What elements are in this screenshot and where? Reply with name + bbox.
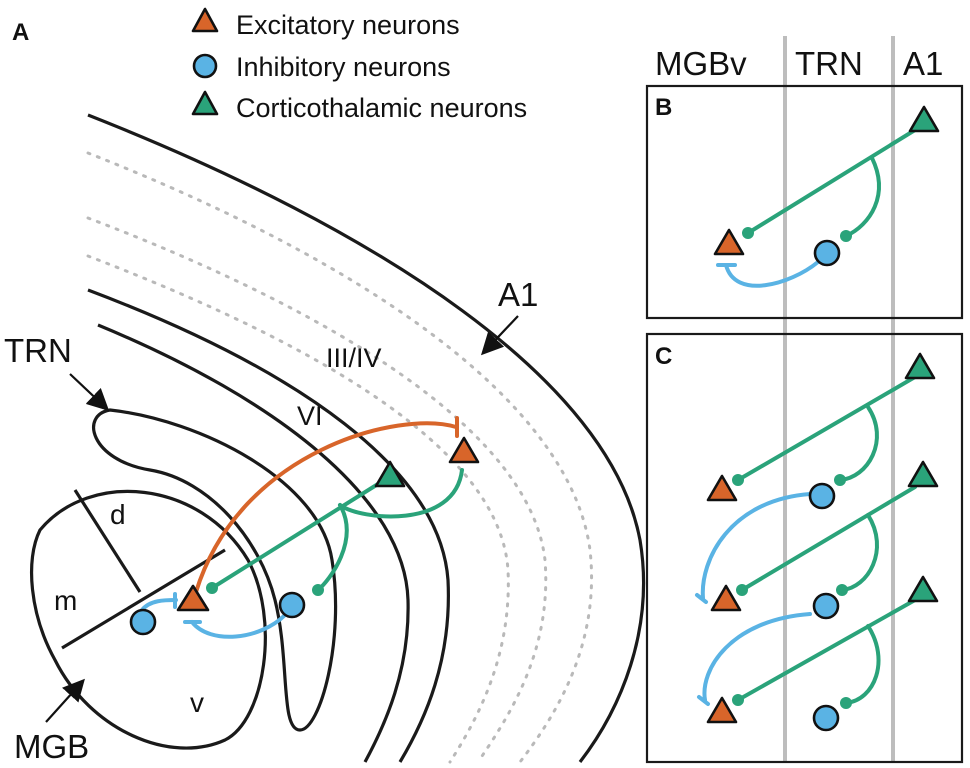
- column-trn-label: TRN: [795, 45, 863, 82]
- corticothalamic-terminal: [312, 584, 324, 596]
- mgb-structure: [30, 489, 267, 750]
- mgb-d-label: d: [110, 499, 126, 530]
- trn-inhibitory-neuron: [813, 239, 841, 267]
- mgb-v-label: v: [190, 687, 204, 718]
- mgb-label: MGB: [14, 728, 89, 765]
- corticothalamic-terminal: [206, 582, 218, 594]
- corticothalamic-terminal: [742, 227, 754, 239]
- corticothalamic-collateral: [838, 405, 879, 482]
- corticothalamic-axon: [338, 468, 464, 519]
- a1-arrow: [480, 315, 519, 356]
- trn-structure: [92, 408, 338, 732]
- column-mgbv-label: MGBv: [655, 45, 747, 82]
- corticothalamic-axon: [736, 375, 917, 482]
- corticothalamic-neuron: [904, 352, 936, 380]
- corticothalamic-axon: [740, 485, 917, 592]
- inhibitory-legend-icon: [192, 53, 218, 79]
- corticothalamic-collateral: [844, 624, 881, 705]
- inhibitory-axon: [190, 613, 287, 639]
- corticothalamic-terminal: [840, 697, 852, 709]
- inhibitory-axon: [724, 260, 820, 288]
- mgb-division-line: [61, 548, 226, 650]
- excitatory-neuron: [706, 696, 738, 724]
- trn-label: TRN: [4, 332, 72, 369]
- panel-c-circuit-top: [695, 352, 936, 604]
- corticothalamic-terminal: [732, 694, 744, 706]
- corticothalamic-terminal: [834, 474, 846, 486]
- trn-inhibitory-neuron: [812, 592, 840, 620]
- corticothalamic-neuron: [908, 105, 940, 133]
- excitatory-neuron: [176, 584, 210, 612]
- legend-corticothalamic-label: Corticothalamic neurons: [236, 93, 527, 123]
- legend-excitatory-label: Excitatory neurons: [236, 10, 460, 40]
- trn-inhibitory-neuron: [278, 591, 306, 619]
- a1-label: A1: [498, 276, 538, 313]
- trn-inhibitory-neuron: [812, 704, 840, 732]
- corticothalamic-collateral: [840, 513, 879, 592]
- panel-b-circuit: [713, 105, 940, 288]
- legend: Excitatory neurons Inhibitory neurons Co…: [191, 7, 527, 123]
- inhibitory-terminal: [695, 593, 708, 604]
- panel-c-box: [645, 332, 964, 764]
- excitatory-neuron: [713, 228, 745, 256]
- cortical-excitatory-neuron: [448, 436, 480, 464]
- panel-b-letter: B: [655, 94, 672, 121]
- mgb-division-line: [73, 489, 142, 593]
- inhibitory-terminal: [697, 695, 710, 706]
- layer-boundary-dotted: [86, 254, 510, 764]
- excitatory-legend-icon: [191, 7, 219, 33]
- corticothalamic-legend-icon: [191, 90, 219, 116]
- legend-inhibitory-label: Inhibitory neurons: [236, 52, 451, 82]
- panel-c-circuit-middle: [697, 460, 939, 706]
- corticothalamic-axon: [736, 598, 917, 702]
- corticothalamic-terminal: [736, 584, 748, 596]
- corticothalamic-axon: [210, 482, 380, 590]
- inhibitory-axon: [700, 492, 812, 600]
- corticothalamic-axon: [746, 128, 917, 235]
- excitatory-neuron: [710, 584, 742, 612]
- inhibitory-axon: [702, 612, 812, 702]
- mgb-m-label: m: [54, 585, 77, 616]
- layer-boundary-dotted: [86, 216, 548, 764]
- inhibitory-neuron: [129, 608, 157, 636]
- corticothalamic-terminal: [840, 230, 852, 242]
- column-a1-label: A1: [903, 45, 943, 82]
- trn-arrow: [69, 373, 110, 412]
- cortex-pial-boundary: [87, 113, 646, 763]
- corticothalamic-neuron: [907, 460, 939, 488]
- excitatory-neuron: [706, 474, 738, 502]
- layer-boundary-dotted: [86, 151, 594, 764]
- thalamocortical-axon: [194, 421, 458, 594]
- white-matter-boundary: [87, 288, 450, 763]
- corticothalamic-terminal: [836, 584, 848, 596]
- panel-b-box: [645, 84, 964, 320]
- panel-c-letter: C: [655, 343, 672, 370]
- corticothalamic-collateral: [844, 156, 881, 238]
- corticothalamic-neuron: [374, 460, 406, 488]
- corticothalamic-collateral: [316, 503, 349, 592]
- white-matter-boundary: [97, 323, 410, 763]
- panel-a-letter: A: [12, 19, 29, 46]
- panel-c-circuit-bottom: [706, 575, 939, 732]
- corticothalamic-terminal: [732, 474, 744, 486]
- mgb-arrow: [45, 678, 85, 723]
- layer-34-label: III/IV: [326, 343, 382, 373]
- corticothalamic-neuron: [907, 575, 939, 603]
- layer-6-label: VI: [297, 401, 323, 431]
- inhibitory-axon: [140, 598, 178, 612]
- trn-inhibitory-neuron: [808, 482, 836, 510]
